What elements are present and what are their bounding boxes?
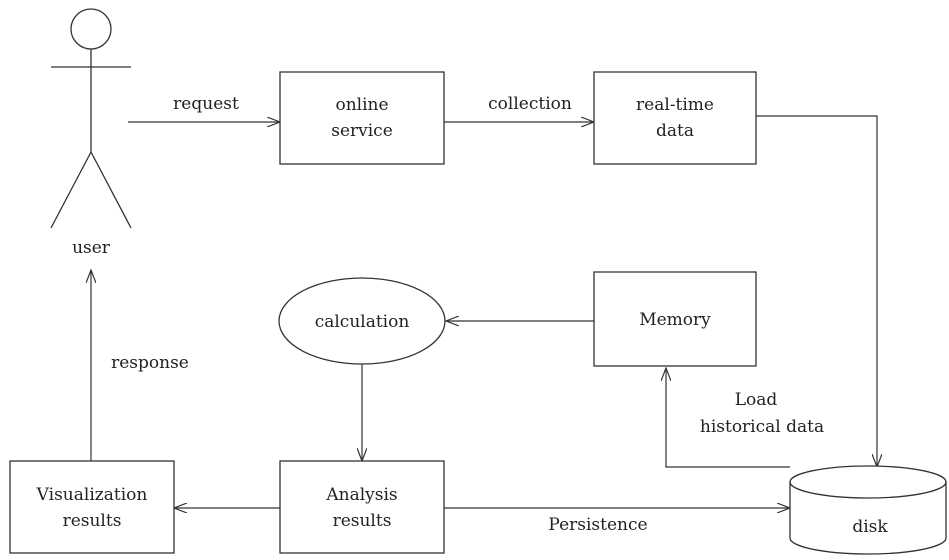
user-left-leg [50, 151, 92, 229]
disk-node: disk [789, 465, 947, 555]
analysis-results-line2: results [333, 511, 392, 531]
response-label: response [111, 353, 189, 373]
disk-body [789, 481, 947, 555]
user-right-leg [90, 151, 132, 229]
user-label: user [72, 238, 111, 258]
visualization-results-line1: Visualization [36, 485, 148, 505]
online-service-line2: service [331, 121, 393, 141]
online-service-node: online service [279, 71, 445, 165]
disk-to-memory-arrow [666, 368, 790, 468]
analysis-results-line1: Analysis [325, 485, 397, 505]
load-label-line2: historical data [700, 417, 824, 437]
memory-label: Memory [639, 310, 711, 330]
user-actor: user [50, 8, 132, 258]
visualization-results-line2: results [63, 511, 122, 531]
load-label-line1: Load [735, 390, 778, 410]
calculation-label: calculation [315, 312, 410, 332]
visualization-results-node: Visualization results [9, 460, 175, 554]
collection-label: collection [488, 94, 572, 114]
disk-label: disk [852, 517, 888, 537]
realtime-to-disk-arrow [756, 115, 877, 467]
disk-top [789, 465, 947, 499]
memory-node: Memory [593, 271, 757, 367]
user-head [70, 8, 112, 50]
online-service-line1: online [335, 95, 388, 115]
realtime-data-line2: data [656, 121, 694, 141]
analysis-results-node: Analysis results [279, 460, 445, 554]
realtime-data-node: real-time data [593, 71, 757, 165]
persistence-label: Persistence [548, 515, 647, 535]
edges [91, 115, 877, 508]
request-label: request [173, 94, 239, 114]
realtime-data-line1: real-time [636, 95, 714, 115]
calculation-node: calculation [278, 277, 446, 365]
